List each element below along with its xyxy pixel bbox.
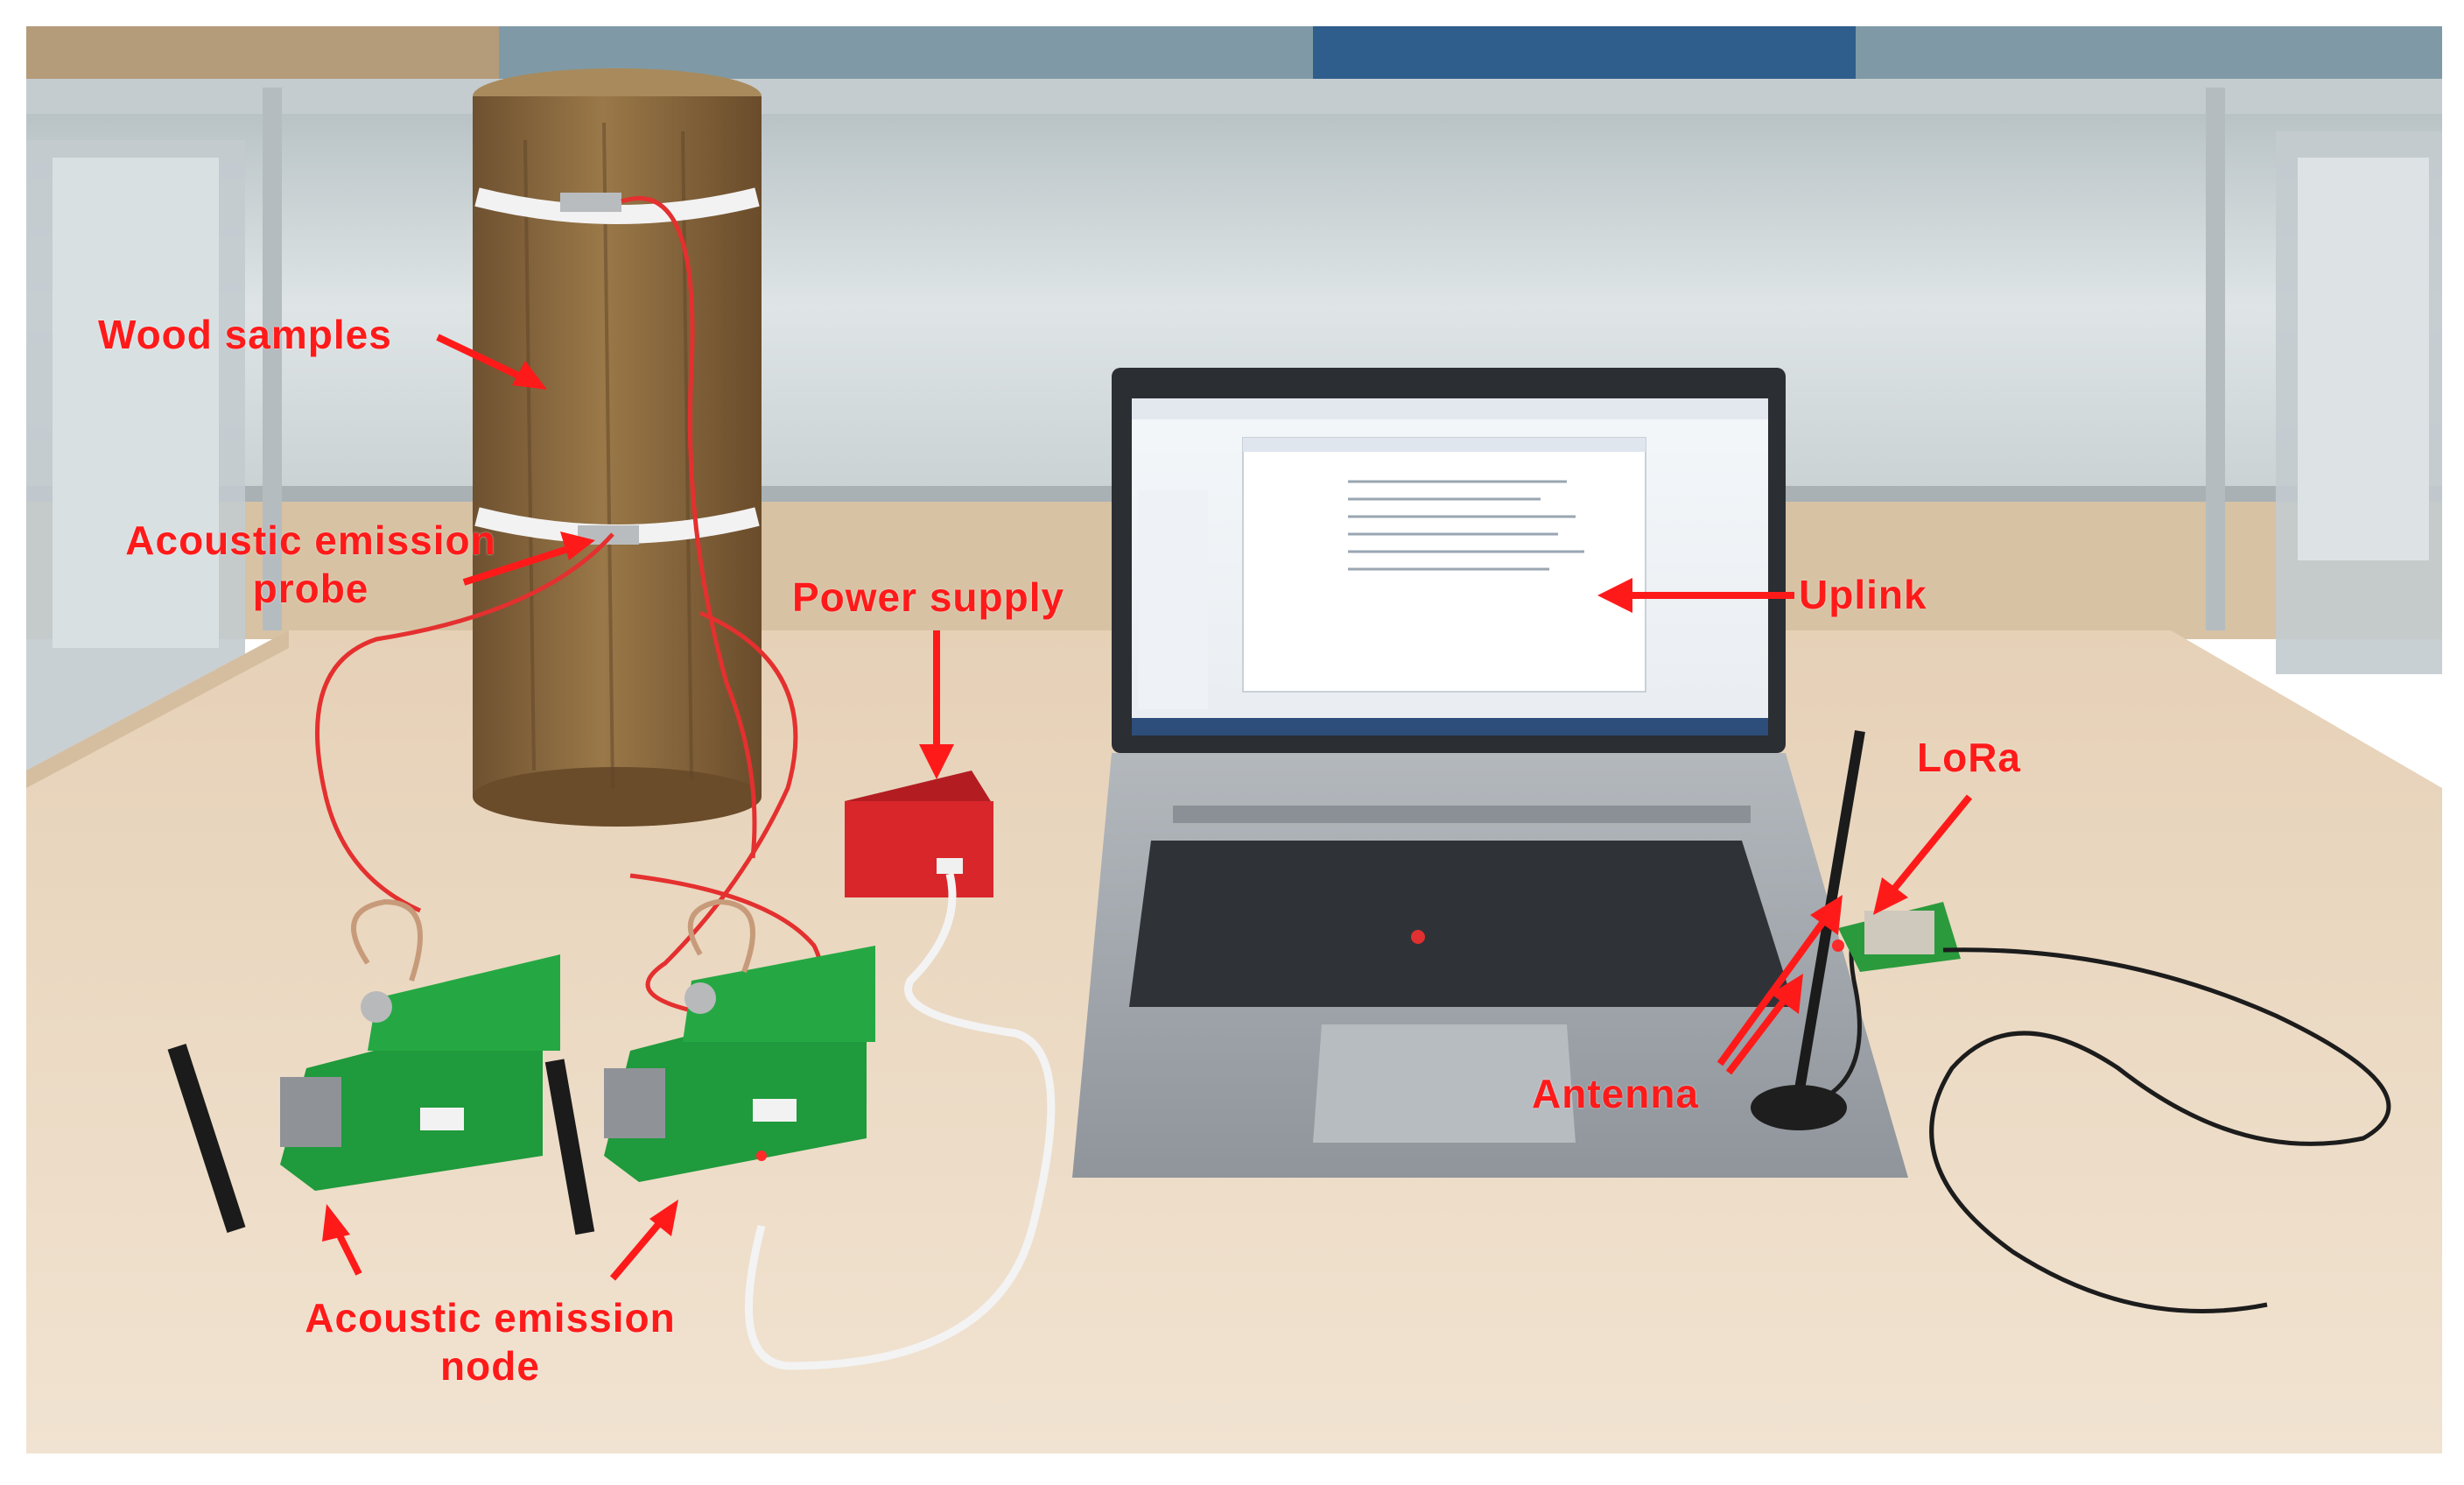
laptop xyxy=(1072,368,1908,1178)
label-uplink: Uplink xyxy=(1799,572,1927,617)
label-acoustic-emission-probe: Acoustic emission probe xyxy=(83,517,538,613)
probe-cables xyxy=(315,195,823,1018)
label-ae-probe-line2: probe xyxy=(252,566,369,612)
label-ae-probe-line1: Acoustic emission xyxy=(125,517,496,563)
office-partition xyxy=(26,26,2442,771)
label-wood-samples: Wood samples xyxy=(98,312,392,357)
label-ae-node-line1: Acoustic emission xyxy=(305,1295,676,1341)
power-supply-box xyxy=(745,771,1056,1370)
label-acoustic-emission-node: Acoustic emission node xyxy=(254,1294,727,1390)
wood-sample xyxy=(473,68,762,827)
lora-module xyxy=(1832,902,2391,1313)
label-power-supply: Power supply xyxy=(792,574,1065,620)
label-lora: LoRa xyxy=(1917,735,2021,780)
annotation-arrows xyxy=(322,334,1973,1281)
label-ae-node-line2: node xyxy=(440,1343,540,1390)
label-antenna: Antenna xyxy=(1532,1071,1699,1116)
acoustic-emission-node-right xyxy=(544,898,875,1235)
acoustic-emission-node-left xyxy=(167,898,560,1234)
